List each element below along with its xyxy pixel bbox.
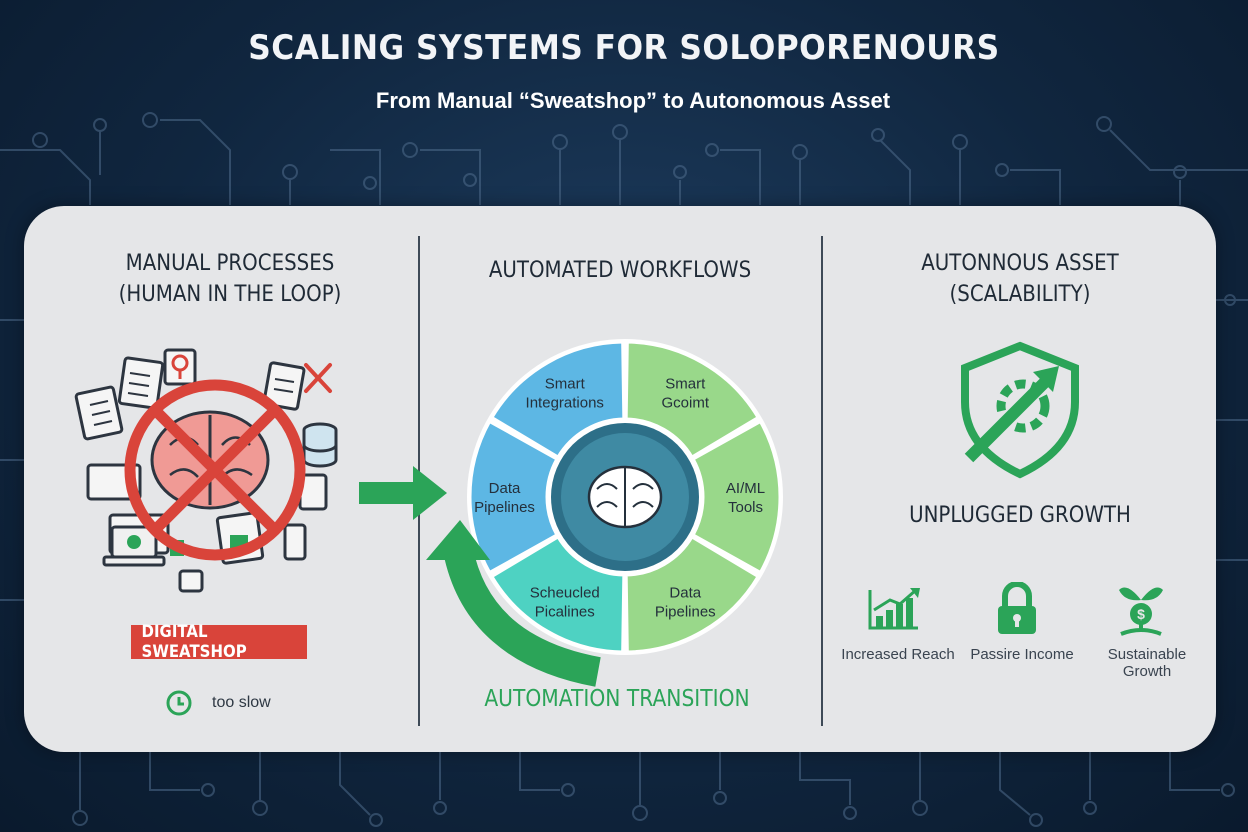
unplugged-growth-title: UNPLUGGED GROWTH — [909, 503, 1131, 528]
arrow-right-icon — [359, 466, 447, 520]
curved-arrow-icon — [426, 520, 601, 687]
wheel-segment — [691, 419, 782, 575]
column-divider-right — [821, 236, 823, 726]
too-slow-label: too slow — [212, 694, 271, 711]
automation-transition-label: AUTOMATION TRANSITION — [484, 686, 750, 712]
database-icon — [302, 422, 338, 468]
autonomous-heading: AUTONNOUS ASSET (SCALABILITY) — [876, 248, 1164, 310]
autonomous-heading-line2: (SCALABILITY) — [949, 282, 1091, 307]
money-plant-icon: $ — [1119, 587, 1163, 636]
benefit-increased-reach: Increased Reach — [841, 646, 955, 663]
page-subtitle: From Manual “Sweatshop” to Autonomous As… — [375, 88, 891, 113]
wheel-segment — [489, 340, 626, 460]
close-icon — [304, 363, 332, 393]
manual-heading: MANUAL PROCESSES (HUMAN IN THE LOOP) — [77, 248, 383, 310]
shield-gear-icon — [961, 341, 1079, 479]
prohibited-icon — [124, 379, 306, 561]
svg-text:$: $ — [1137, 606, 1145, 622]
benefit-sustainable-growth: Sustainable Growth — [1107, 646, 1187, 680]
padlock-icon — [998, 582, 1036, 634]
benefit-passive-income: Passire Income — [970, 646, 1074, 663]
page-title: SCALING SYSTEMS FOR SOLOPORENOURS — [248, 28, 1000, 68]
manual-heading-line2: (HUMAN IN THE LOOP) — [118, 282, 342, 307]
wheel-segment — [489, 534, 626, 654]
automated-heading: AUTOMATED WORKFLOWS — [488, 258, 752, 283]
wheel-segment — [624, 534, 761, 654]
manual-chaos-illustration — [74, 348, 338, 593]
brain-icon — [587, 465, 663, 529]
wheel-segment — [468, 419, 559, 575]
bar-chart-icon — [868, 588, 920, 630]
clock-icon — [166, 690, 192, 716]
wheel-segment — [624, 340, 761, 460]
cup-icon — [178, 569, 204, 593]
digital-sweatshop-badge: DIGITAL SWEATSHOP — [131, 622, 307, 662]
autonomous-heading-line1: AUTONNOUS ASSET — [921, 251, 1119, 276]
manual-heading-line1: MANUAL PROCESSES — [125, 251, 335, 276]
digital-sweatshop-label: DIGITAL SWEATSHOP — [141, 622, 247, 662]
